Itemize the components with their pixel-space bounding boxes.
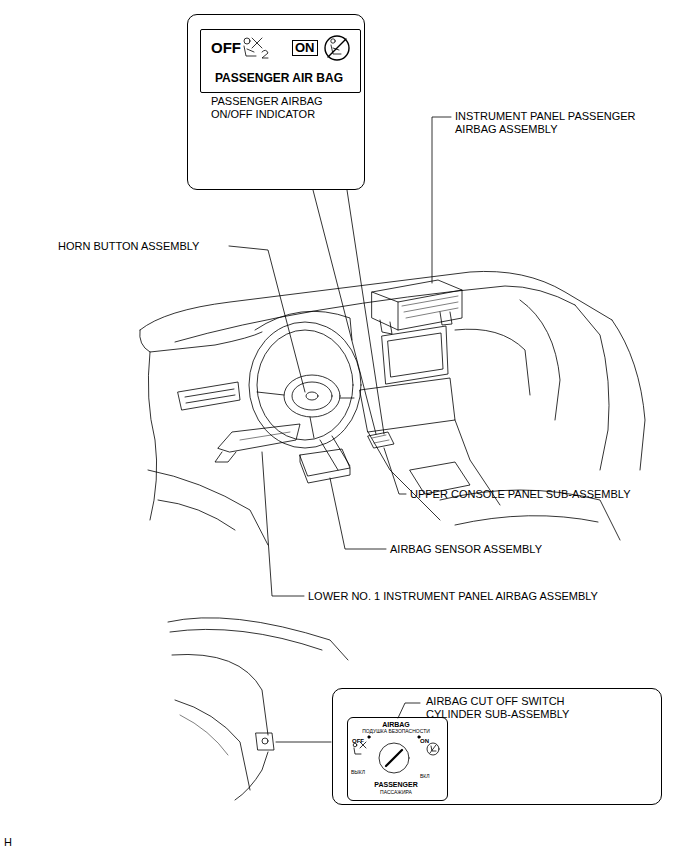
- indicator-face: OFF ON PASSENGER AIR BAG: [200, 29, 361, 93]
- switch-inset: AIRBAG CUT OFF SWITCH CYLINDER SUB-ASSEM…: [332, 688, 662, 805]
- airbag-on-icon: [325, 36, 349, 60]
- part-label: AIRBAG CUT OFF SWITCH CYLINDER SUB-ASSEM…: [426, 695, 616, 720]
- switch-title: AIRBAG: [348, 721, 444, 729]
- seat-left: [148, 470, 268, 545]
- leader-line: [229, 246, 305, 392]
- switch-knob: [379, 743, 409, 773]
- off-label: OFF: [352, 738, 364, 745]
- dash-end: [235, 752, 268, 800]
- switch-title-ru: ПОДУШКА БЕЗОПАСНОСТИ: [348, 729, 444, 735]
- leader-line: [262, 452, 304, 596]
- on-label: ON: [420, 738, 429, 745]
- center-display: [382, 326, 448, 384]
- emblem: [306, 392, 318, 400]
- part-label: HORN BUTTON ASSEMBLY: [58, 240, 199, 253]
- off-label: OFF: [211, 39, 241, 56]
- glovebox-line: [180, 715, 228, 755]
- center-display: [388, 333, 443, 377]
- dash-right-face: [455, 329, 530, 395]
- leader-line: [313, 190, 376, 434]
- vent-fins: [185, 389, 235, 403]
- door-left: [148, 352, 156, 520]
- airbag-bracket: [380, 320, 392, 334]
- position-dot: [418, 736, 420, 738]
- horn-button: [284, 375, 340, 417]
- leader-line: [384, 448, 406, 494]
- upper-console-panel: [368, 432, 394, 448]
- windshield: [168, 618, 348, 660]
- switch-caption: PASSENGER: [348, 781, 444, 789]
- part-label: INSTRUMENT PANEL PASSENGER AIRBAG ASSEMB…: [455, 110, 670, 136]
- switch-face: AIRBAGПОДУШКА БЕЗОПАСНОСТИ OFF ON ВЫКЛ ВКЛPA…: [347, 717, 448, 801]
- door-right: [575, 305, 609, 470]
- horn-button: [292, 382, 332, 410]
- part-label: PASSENGER AIRBAG ON/OFF INDICATOR: [211, 95, 351, 120]
- airbag-sensor: [300, 449, 350, 476]
- passenger-airbag: [372, 280, 462, 330]
- part-label: UPPER CONSOLE PANEL SUB-ASSEMBLY: [410, 488, 630, 501]
- cut-off-switch: [262, 738, 268, 744]
- leader-line: [398, 703, 420, 718]
- figure-code: H: [4, 836, 12, 849]
- knee-airbag-detail: [240, 432, 290, 440]
- indicator-inset: PASSENGER AIRBAG ON/OFF INDICATOR OFF ON PA…: [187, 14, 365, 190]
- vent: [178, 382, 240, 410]
- leader-line: [330, 478, 386, 549]
- leader-line: [347, 190, 384, 434]
- on-label: ON: [292, 40, 318, 56]
- switch-detail: [372, 435, 389, 443]
- key-slot: [386, 750, 402, 766]
- switch-caption-ru: ПАССАЖИРА: [348, 790, 444, 796]
- position-dot: [368, 736, 370, 738]
- steering-column: [320, 436, 350, 470]
- steering-wheel: [249, 322, 361, 448]
- on-label-ru: ВКЛ: [420, 774, 430, 780]
- center-stack: [360, 378, 455, 432]
- dash-top-lower: [170, 629, 322, 650]
- part-label: LOWER NO. 1 INSTRUMENT PANEL AIRBAG ASSE…: [308, 590, 598, 603]
- cut-off-switch: [256, 733, 274, 750]
- knee-airbag: [215, 452, 236, 462]
- airbag-sensor: [300, 455, 350, 483]
- off-label-ru: ВЫКЛ: [351, 770, 365, 776]
- glovebox: [175, 700, 250, 790]
- seat-left: [158, 500, 235, 530]
- spokes: [257, 392, 354, 438]
- dash-left: [140, 330, 262, 352]
- switch-on-icon: [427, 743, 439, 755]
- part-label: AIRBAG SENSOR ASSEMBLY: [390, 543, 542, 556]
- passenger-airbag: [372, 290, 462, 330]
- seat-right: [455, 516, 598, 525]
- airbag-off-icon: [244, 38, 268, 58]
- steering-wheel: [257, 330, 353, 440]
- indicator-caption: PASSENGER AIR BAG: [201, 72, 357, 86]
- leader-line: [276, 742, 331, 743]
- console: [368, 420, 500, 520]
- dash-line: [175, 286, 575, 342]
- door-right-outer: [612, 320, 645, 470]
- knee-airbag: [218, 424, 300, 452]
- airbag-bracket: [440, 312, 452, 325]
- airbag-ribs: [402, 296, 458, 318]
- leader-line: [432, 117, 451, 283]
